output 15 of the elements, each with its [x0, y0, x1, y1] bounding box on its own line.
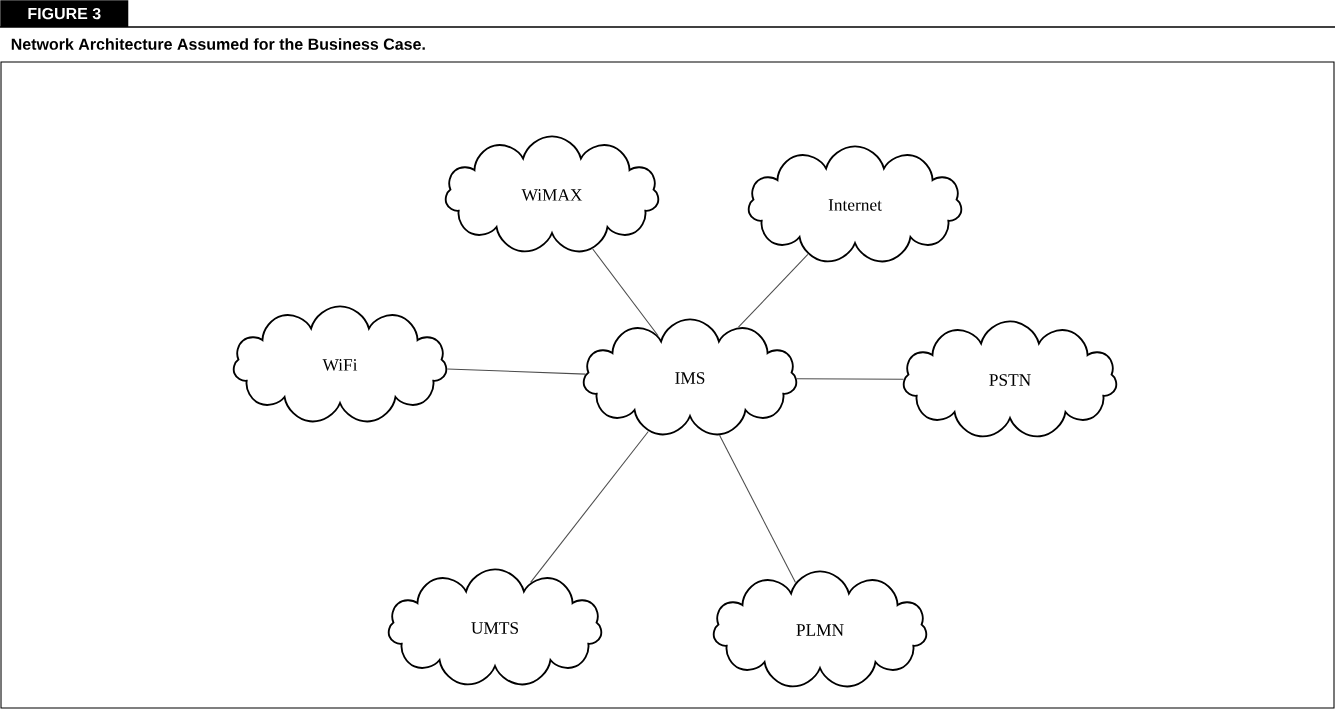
cloud: UMTS [387, 568, 603, 686]
connector-line [719, 434, 797, 584]
connector-line [737, 253, 809, 328]
cloud: Internet [747, 145, 963, 263]
cloud: PLMN [712, 570, 928, 688]
figure-tab: FIGURE 3 [0, 0, 129, 27]
cloud: IMS [582, 318, 798, 436]
figure-title: Network Architecture Assumed for the Business Case. [11, 38, 425, 50]
connector-line [530, 430, 649, 583]
cloud: WiFi [232, 305, 448, 423]
connector-line [592, 248, 659, 337]
connector-line [796, 378, 905, 380]
cloud: WiMAX [444, 135, 660, 253]
connector-line [446, 368, 587, 375]
cloud: PSTN [902, 320, 1118, 438]
